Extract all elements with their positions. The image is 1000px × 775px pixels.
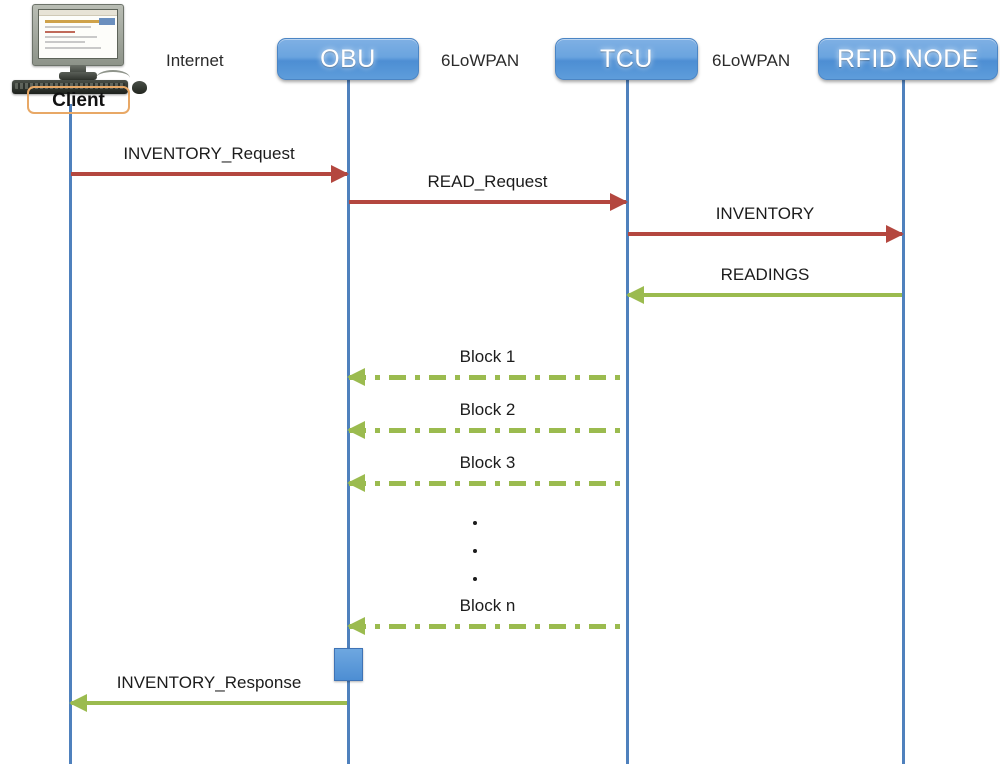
network-label-6lowpan-2: 6LoWPAN (712, 51, 791, 70)
network-label-internet: Internet (166, 51, 224, 70)
message-line (71, 172, 347, 176)
lifeline-client (69, 104, 72, 764)
participant-client[interactable]: Client (10, 2, 150, 114)
message-line (349, 375, 626, 380)
message-line (71, 701, 347, 705)
lifeline-rfid-node (902, 78, 905, 764)
arrowhead-left-icon (626, 286, 644, 304)
monitor-base-icon (59, 72, 97, 80)
monitor-icon (32, 4, 124, 66)
arrowhead-left-icon (347, 368, 365, 386)
continuation-ellipsis-icon (472, 521, 478, 581)
client-frame (27, 86, 130, 114)
arrowhead-right-icon (331, 165, 349, 183)
arrowhead-left-icon (347, 617, 365, 635)
arrowhead-left-icon (69, 694, 87, 712)
arrowhead-left-icon (347, 421, 365, 439)
mouse-cord-icon (96, 70, 130, 86)
message-line (349, 428, 626, 433)
message-label: INVENTORY_Request (123, 144, 295, 163)
arrowhead-right-icon (610, 193, 628, 211)
participant-label-client: Client (52, 90, 105, 111)
lifeline-tcu (626, 78, 629, 764)
arrowhead-right-icon (886, 225, 904, 243)
message-label: Block 2 (459, 400, 516, 419)
message-line (628, 232, 902, 236)
message-label: Block 1 (459, 347, 516, 366)
message-line (628, 293, 902, 297)
network-label-6lowpan-1: 6LoWPAN (441, 51, 520, 70)
message-label: Block 3 (459, 453, 516, 472)
message-label: INVENTORY_Response (116, 673, 302, 692)
message-label: READINGS (720, 265, 810, 284)
activation-bar-obu[interactable] (334, 648, 363, 681)
participant-label-obu: OBU (320, 44, 376, 73)
participant-label-tcu: TCU (600, 44, 653, 73)
message-label: Block n (459, 596, 516, 615)
participant-label-rfid-node: RFID NODE (837, 44, 979, 73)
message-line (349, 481, 626, 486)
message-line (349, 624, 626, 629)
message-line (349, 200, 626, 204)
participant-tcu[interactable]: TCU (555, 38, 698, 80)
participant-obu[interactable]: OBU (277, 38, 419, 80)
mouse-icon (132, 81, 147, 94)
arrowhead-left-icon (347, 474, 365, 492)
monitor-stand-icon (70, 65, 86, 74)
message-label: READ_Request (427, 172, 548, 191)
message-label: INVENTORY (715, 204, 815, 223)
participant-rfid-node[interactable]: RFID NODE (818, 38, 998, 80)
